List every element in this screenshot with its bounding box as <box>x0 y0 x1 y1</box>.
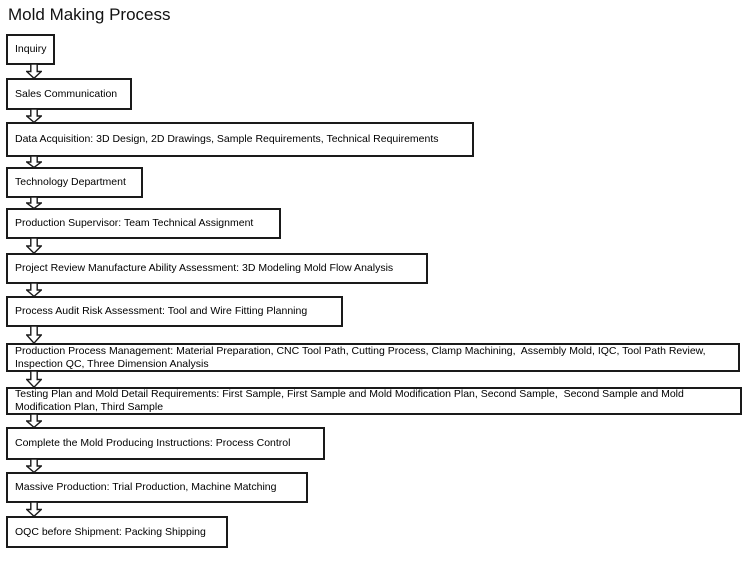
flow-step-label: Technology Department <box>15 176 126 188</box>
flow-step-label: Testing Plan and Mold Detail Requirement… <box>15 388 687 413</box>
down-block-arrow-icon <box>26 238 42 254</box>
flow-step-label: Production Process Management: Material … <box>15 344 709 370</box>
flow-step-label: Production Supervisor: Team Technical As… <box>15 217 254 229</box>
flow-step-label: Data Acquisition: 3D Design, 2D Drawings… <box>15 133 439 145</box>
flow-step-label: Project Review Manufacture Ability Asses… <box>15 262 394 274</box>
flow-step-label: OQC before Shipment: Packing Shipping <box>15 525 206 538</box>
down-block-arrow-icon <box>26 283 42 297</box>
flow-step-box-producing-instructions: Complete the Mold Producing Instructions… <box>6 427 325 460</box>
flow-step-label: Massive Production: Trial Production, Ma… <box>15 481 277 493</box>
down-block-arrow-icon <box>26 371 42 388</box>
flow-step-box-testing-plan: Testing Plan and Mold Detail Requirement… <box>6 387 742 415</box>
flow-step-box-production-supervisor: Production Supervisor: Team Technical As… <box>6 208 281 239</box>
flow-step-box-sales-communication: Sales Communication <box>6 78 132 110</box>
flow-step-label: Sales Communication <box>15 87 118 100</box>
flow-step-box-massive-production: Massive Production: Trial Production, Ma… <box>6 472 308 503</box>
flow-step-box-data-acquisition: Data Acquisition: 3D Design, 2D Drawings… <box>6 122 474 157</box>
flow-step-label: Process Audit Risk Assessment: Tool and … <box>15 305 308 317</box>
down-block-arrow-icon <box>26 197 42 209</box>
down-block-arrow-icon <box>26 109 42 123</box>
flow-step-box-technology-department: Technology Department <box>6 167 143 198</box>
flow-step-box-inquiry: Inquiry <box>6 34 55 65</box>
flow-step-box-oqc-shipment: OQC before Shipment: Packing Shipping <box>6 516 228 548</box>
flow-step-label: Inquiry <box>15 43 47 55</box>
flow-step-box-project-review: Project Review Manufacture Ability Asses… <box>6 253 428 284</box>
down-block-arrow-icon <box>26 459 42 473</box>
down-block-arrow-icon <box>26 326 42 344</box>
down-block-arrow-icon <box>26 64 42 79</box>
flow-step-box-process-audit: Process Audit Risk Assessment: Tool and … <box>6 296 343 327</box>
flow-step-box-production-process-management: Production Process Management: Material … <box>6 343 740 372</box>
page-title: Mold Making Process <box>8 5 171 24</box>
down-block-arrow-icon <box>26 502 42 517</box>
down-block-arrow-icon <box>26 414 42 428</box>
down-block-arrow-icon <box>26 156 42 168</box>
flow-step-label: Complete the Mold Producing Instructions… <box>15 437 291 449</box>
